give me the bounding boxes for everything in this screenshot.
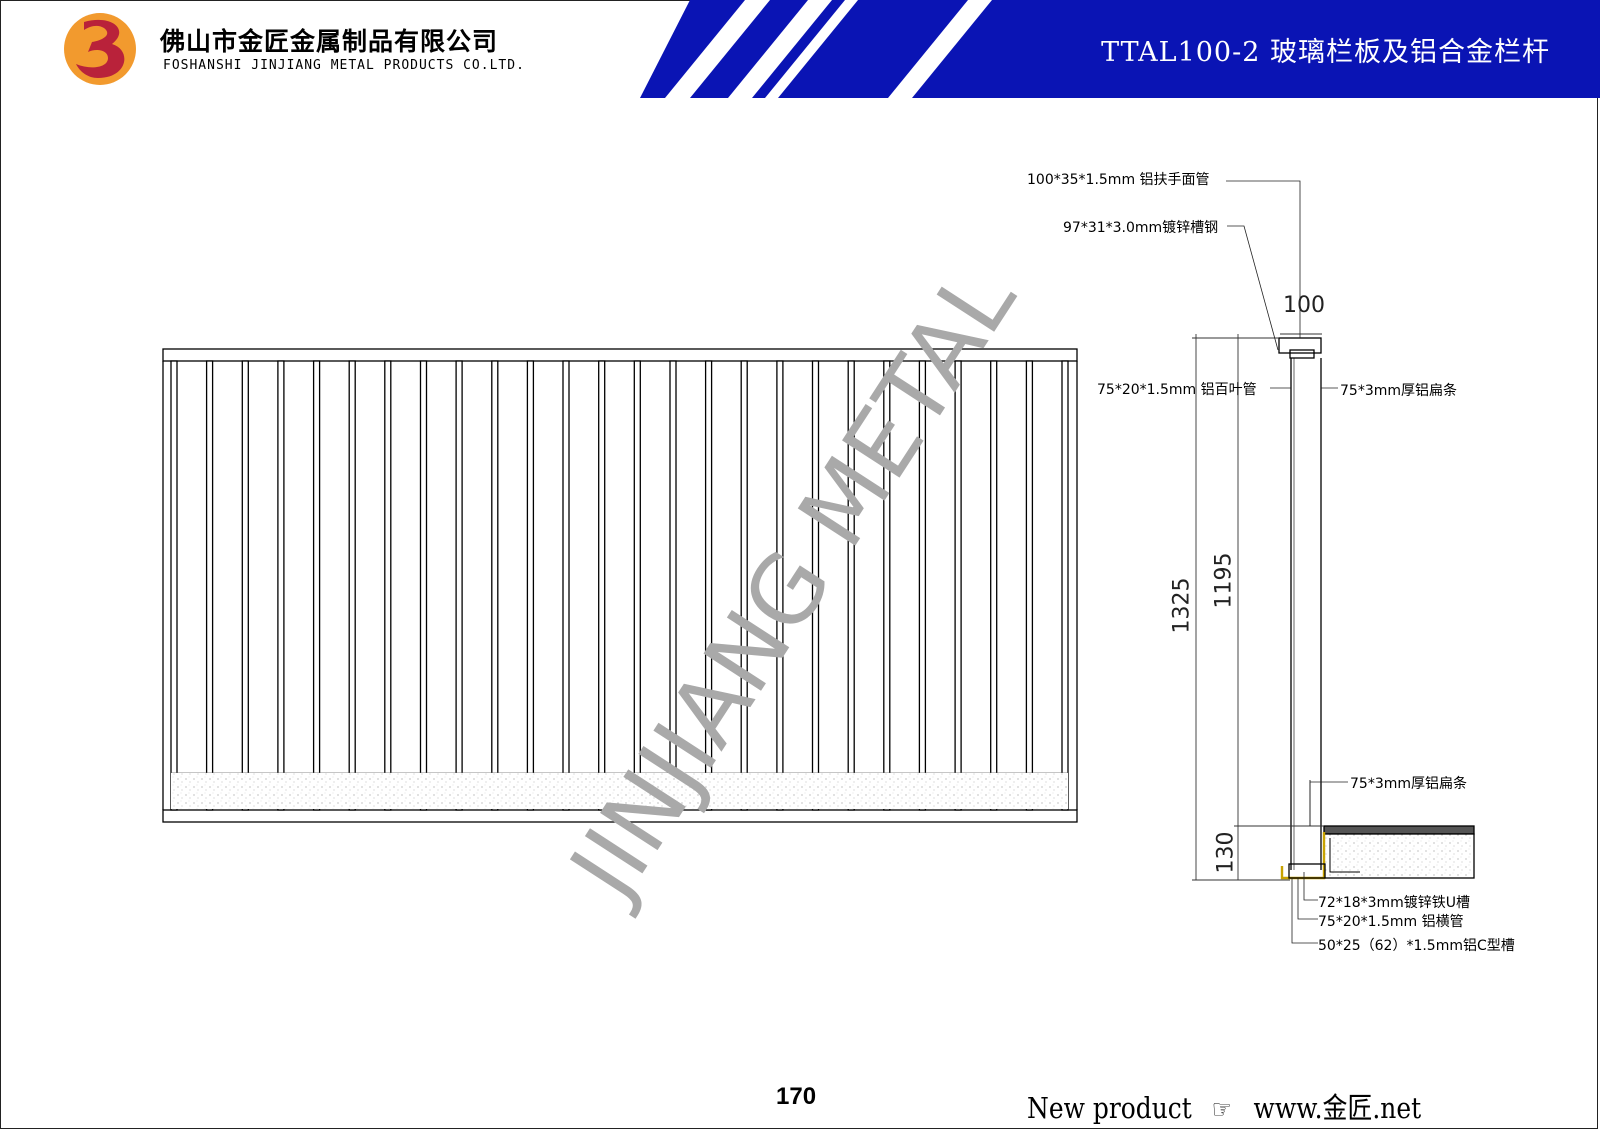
header-stripe [728,0,832,98]
elevation-vertical-bar [954,360,962,811]
section-handrail [1278,337,1322,354]
header: 佛山市金匠金属制品有限公司 FOSHANSHI JINJIANG METAL P… [0,0,1600,100]
elevation-vertical-bar [348,360,356,811]
page-number: 170 [776,1083,817,1110]
elevation-vertical-bar [847,360,855,811]
new-product-text: New product [1027,1091,1192,1125]
leader-handrail [1226,180,1301,338]
elevation-vertical-bar [776,360,784,811]
section-cross-tube [1288,863,1326,879]
label-handrail-tube: 100*35*1.5mm 铝扶手面管 [1027,172,1210,188]
label-louver-tube: 75*20*1.5mm 铝百叶管 [1097,382,1257,398]
label-c-channel: 50*25（62）*1.5mm铝C型槽 [1318,938,1515,954]
elevation-vertical-bar [918,360,927,811]
dim-base-height: 130 [1213,831,1239,874]
elevation-vertical-bar [562,360,570,811]
elevation-vertical-bar [633,360,641,811]
elevation-vertical-bar [704,360,713,811]
section-floor-finish [1323,825,1475,835]
leader-channel [1227,225,1279,351]
label-cross-tube: 75*20*1.5mm 铝横管 [1318,914,1464,930]
label-flat-bar-top: 75*3mm厚铝扁条 [1340,383,1457,399]
elevation-vertical-bar [1025,360,1034,811]
company-logo-icon [64,13,136,85]
footer-promo: New product ☞ www.金匠.net [1027,1085,1421,1127]
company-name-cn: 佛山市金匠金属制品有限公司 [160,27,499,56]
page-title: TTAL100-2 玻璃栏板及铝合金栏杆 [1101,37,1550,68]
leader-flat-bar-bottom [1309,781,1348,826]
header-stripe [665,0,770,98]
dim-total-height: 1325 [1169,577,1195,634]
elevation-vertical-bar [419,360,428,811]
elevation-vertical-bar [990,360,998,811]
elevation-vertical-bar [1061,360,1069,811]
dim-rail-height: 1195 [1211,552,1237,609]
elevation-vertical-bar [205,360,214,811]
header-stripe [765,0,858,98]
elevation-vertical-bar [740,360,748,811]
elevation-vertical-bar [241,360,249,811]
leader-cross-tube [1297,878,1318,920]
section-u-channel [1280,832,1326,880]
elevation-vertical-bar [526,360,535,811]
dimension-lines [1192,333,1324,881]
leader-c-channel [1291,878,1318,944]
section-concrete-slab [1323,833,1475,879]
elevation-vertical-bar [170,360,178,811]
elevation-vertical-bar [312,360,321,811]
elevation-vertical-bar [277,360,285,811]
elevation-top-rail [162,348,1078,362]
leader-u-channel [1303,872,1318,901]
dim-width: 100 [1283,293,1325,318]
elevation-vertical-bar [384,360,392,811]
elevation-vertical-bar [811,360,820,811]
label-u-channel: 72*18*3mm镀锌铁U槽 [1318,895,1471,911]
header-band-graphic [64,0,1600,98]
elevation-bottom-rail [162,809,1078,823]
header-blue-band [640,0,1600,98]
elevation-vertical-bar [883,360,891,811]
label-flat-bar-bottom: 75*3mm厚铝扁条 [1350,776,1467,792]
elevation-vertical-bar [491,360,499,811]
section-channel-steel [1289,349,1315,359]
label-channel-steel: 97*31*3.0mm镀锌槽钢 [1063,220,1219,236]
elevation-vertical-bar [455,360,463,811]
elevation-vertical-bar [598,360,606,811]
railing-section [1278,337,1475,880]
website-link[interactable]: www.金匠.net [1253,1091,1422,1125]
leader-lines [1226,180,1348,944]
section-c-channel [1329,838,1360,873]
pointing-hand-icon: ☞ [1211,1095,1232,1125]
elevation-vertical-bar [669,360,677,811]
elevation-base-infill [171,773,1068,809]
railing-elevation [162,348,1078,823]
header-stripe [888,0,992,98]
company-name-en: FOSHANSHI JINJIANG METAL PRODUCTS CO.LTD… [163,58,525,73]
